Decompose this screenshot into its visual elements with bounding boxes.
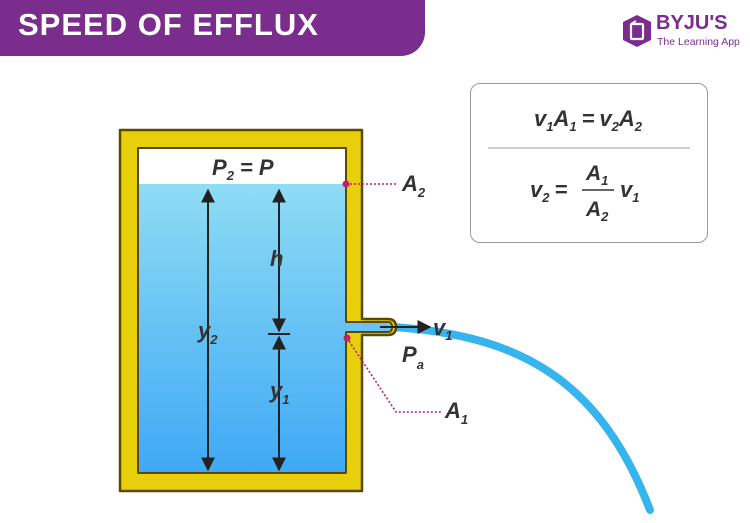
- pa-label: Pa: [402, 342, 424, 372]
- a1-leader: [348, 340, 442, 413]
- continuity-equation: v1A1=v2A2: [534, 106, 643, 134]
- page-title: SPEED OF EFFLUX: [18, 7, 319, 42]
- byjus-logo: BYJU'S The Learning App: [622, 12, 742, 54]
- formula-box: [470, 83, 708, 243]
- speed-numerator: A1: [585, 162, 608, 188]
- a1-marker: [343, 334, 351, 342]
- v1-label: v1: [433, 315, 452, 343]
- y2-label: y2: [197, 318, 218, 347]
- logo-tagline: The Learning App: [657, 36, 740, 48]
- h-label: h: [270, 246, 283, 271]
- a2-marker: [342, 180, 350, 188]
- p2-label: P2= P: [212, 155, 274, 183]
- speed-rhs: v1: [620, 177, 639, 205]
- title-banner: SPEED OF EFFLUX: [0, 0, 425, 56]
- speed-lhs: v2=: [530, 177, 567, 205]
- logo-name: BYJU'S: [656, 12, 728, 34]
- water-jet: [388, 323, 654, 514]
- a1-label: A1: [444, 398, 468, 427]
- a2-label: A2: [401, 171, 426, 200]
- y1-label: y1: [269, 378, 289, 407]
- logo-mark-icon: [623, 15, 651, 47]
- speed-denominator: A2: [585, 198, 609, 224]
